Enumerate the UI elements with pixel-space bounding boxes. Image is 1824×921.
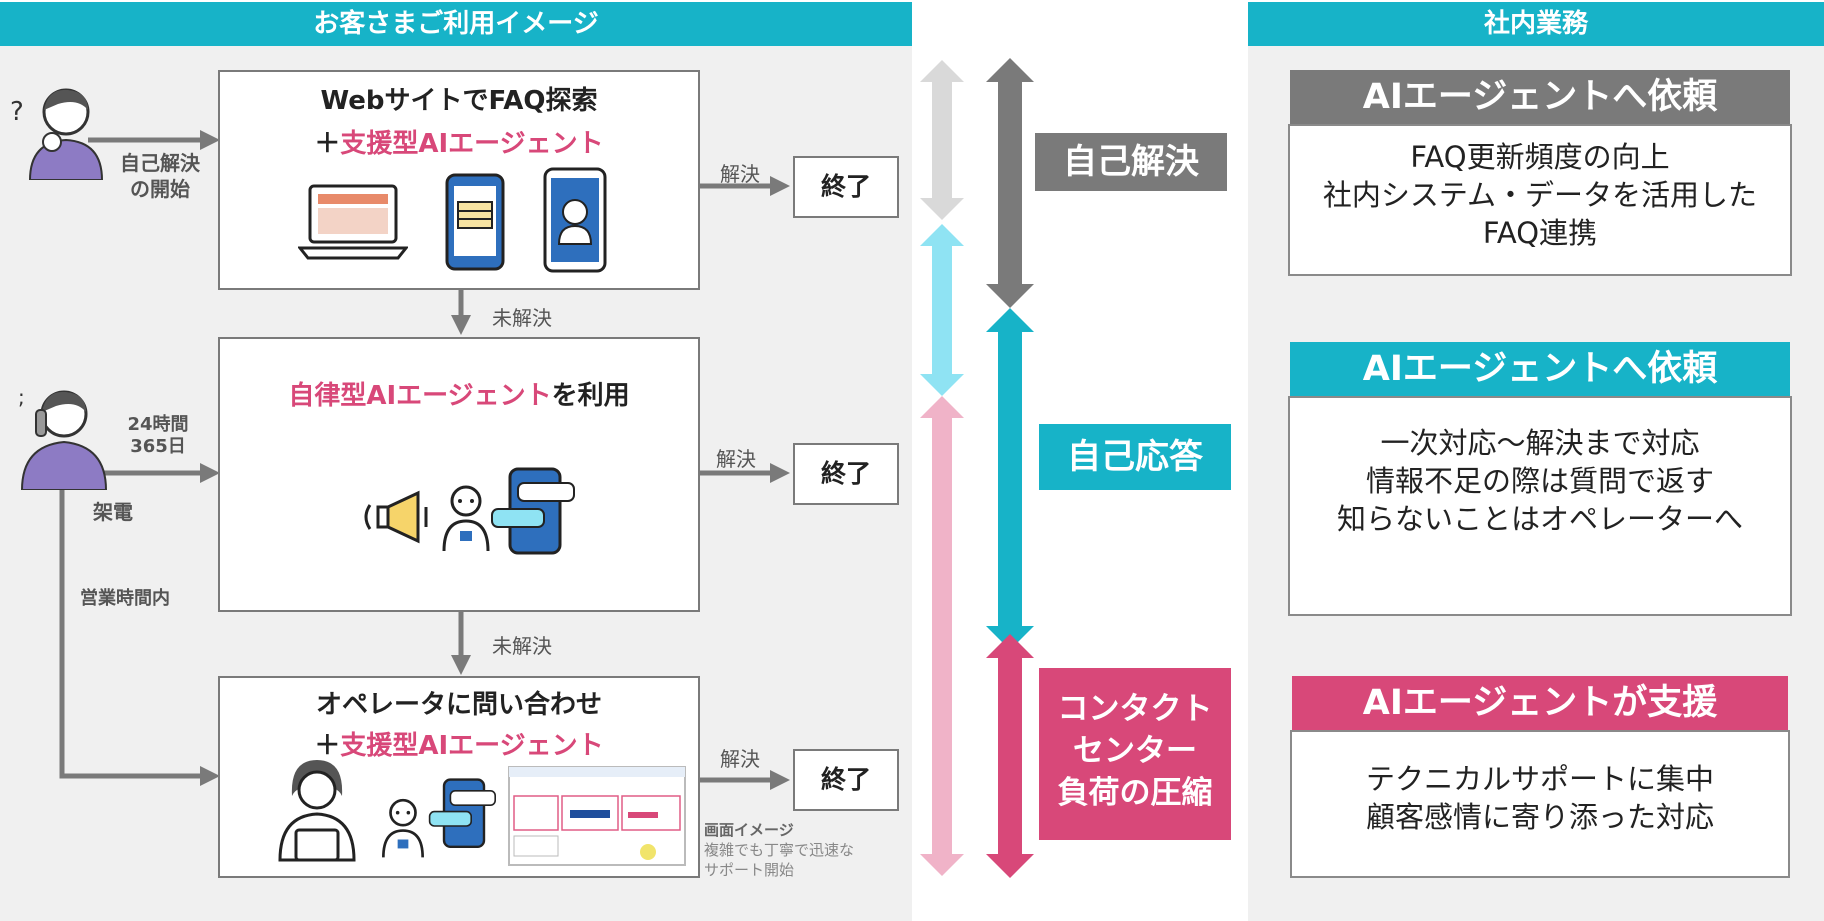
flow-connectors bbox=[59, 130, 790, 790]
chat-phone-icon bbox=[491, 467, 575, 555]
screen-note: 画面イメージ 複雑でも丁寧で迅速な サポート開始 bbox=[704, 820, 904, 880]
plus-sign: ＋ bbox=[314, 129, 341, 159]
right-box1-head: AIエージェントへ依頼 bbox=[1290, 70, 1790, 124]
speaker-icon bbox=[364, 490, 428, 544]
hours-label: 24時間 365日 bbox=[127, 414, 189, 457]
svg-text:?: ? bbox=[10, 97, 24, 127]
call-label: 架電 bbox=[93, 500, 133, 524]
support-ai-agent-label: 支援型AIエージェント bbox=[340, 731, 604, 761]
robot-icon bbox=[442, 485, 490, 552]
operator-subtitle: ＋支援型AIエージェント bbox=[220, 725, 698, 762]
range-arrows bbox=[920, 58, 1034, 878]
svg-text:;: ; bbox=[18, 385, 25, 409]
autonomous-ai-agent-label: 自律型AIエージェント bbox=[288, 381, 552, 411]
end-box-1: 終了 bbox=[793, 156, 899, 218]
customer-header: お客さまご利用イメージ bbox=[0, 2, 912, 46]
self-resolve-start-label: 自己解決 の開始 bbox=[120, 151, 200, 201]
screen-note-body: 複雑でも丁寧で迅速な サポート開始 bbox=[704, 841, 855, 879]
right-box3-head: AIエージェントが支援 bbox=[1292, 676, 1788, 730]
plus-sign: ＋ bbox=[314, 731, 341, 761]
support-ai-agent-label: 支援型AIエージェント bbox=[340, 129, 604, 159]
end-box-2: 終了 bbox=[793, 443, 899, 505]
internal-header: 社内業務 bbox=[1248, 2, 1824, 46]
phone-person-icon: ; bbox=[18, 385, 108, 490]
end-box-3: 終了 bbox=[793, 749, 899, 811]
tag-self-answer: 自己応答 bbox=[1039, 424, 1231, 490]
right-box2-body: 一次対応～解決まで対応 情報不足の際は質問で返す 知らないことはオペレーターへ bbox=[1288, 396, 1792, 616]
autonomous-ai-box: 自律型AIエージェントを利用 bbox=[218, 337, 700, 612]
chat-phone-icon bbox=[428, 778, 496, 848]
unresolved-label-2: 未解決 bbox=[492, 634, 552, 658]
faq-search-box: WebサイトでFAQ探索 ＋支援型AIエージェント bbox=[218, 70, 700, 290]
operator-title: オペレータに問い合わせ bbox=[315, 690, 602, 720]
faq-search-title: WebサイトでFAQ探索 bbox=[320, 86, 598, 116]
right-box1-body: FAQ更新頻度の向上 社内システム・データを活用した FAQ連携 bbox=[1288, 124, 1792, 276]
screen-note-title: 画面イメージ bbox=[704, 821, 794, 839]
resolved-label-2: 解決 bbox=[716, 447, 756, 471]
tag-contact-center: コンタクト センター 負荷の圧縮 bbox=[1039, 668, 1231, 840]
operator-person-icon bbox=[278, 760, 356, 862]
business-hours-label: 営業時間内 bbox=[80, 588, 170, 609]
autonomous-ai-title: 自律型AIエージェントを利用 bbox=[220, 375, 698, 412]
unresolved-label-1: 未解決 bbox=[492, 306, 552, 330]
laptop-icon bbox=[298, 184, 408, 260]
tag-self-resolve: 自己解決 bbox=[1035, 133, 1227, 191]
smartphone-operator-icon bbox=[543, 167, 607, 273]
use-label: を利用 bbox=[551, 381, 630, 411]
thinking-person-icon: ? bbox=[10, 88, 104, 180]
resolved-label-3: 解決 bbox=[720, 747, 760, 771]
faq-search-subtitle: ＋支援型AIエージェント bbox=[220, 123, 698, 160]
right-box2-head: AIエージェントへ依頼 bbox=[1290, 342, 1790, 396]
resolved-label-1: 解決 bbox=[720, 162, 760, 186]
smartphone-form-icon bbox=[445, 173, 505, 271]
operator-box: オペレータに問い合わせ ＋支援型AIエージェント bbox=[218, 676, 700, 878]
robot-icon bbox=[382, 798, 424, 858]
screen-image-thumbnail bbox=[508, 766, 686, 866]
right-box3-body: テクニカルサポートに集中 顧客感情に寄り添った対応 bbox=[1290, 730, 1790, 878]
